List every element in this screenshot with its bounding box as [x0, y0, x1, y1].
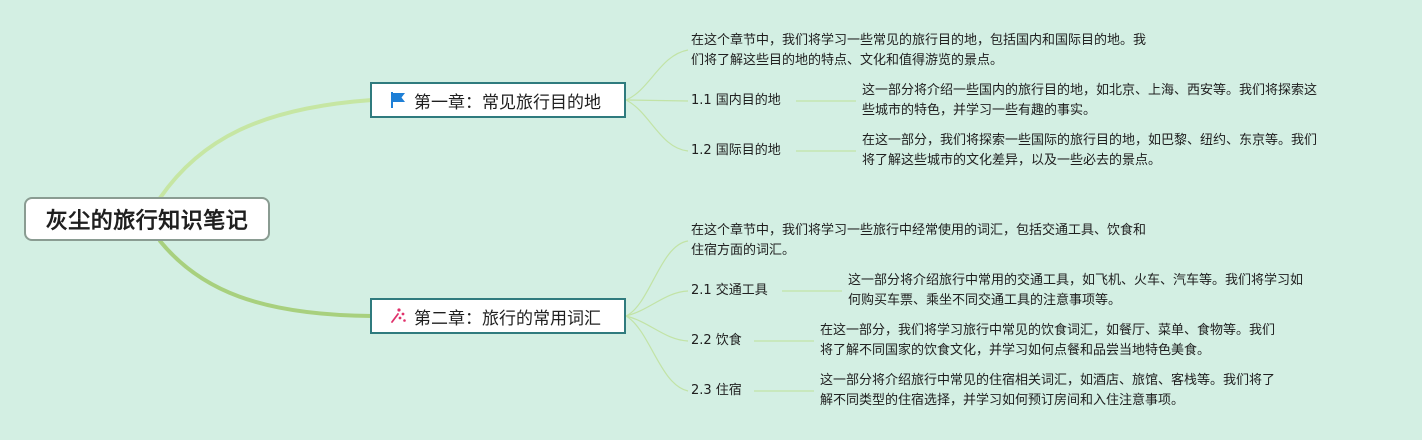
root-to-chapter-1-link — [158, 98, 374, 200]
section-2-1-desc[interactable]: 这一部分将介绍旅行中常用的交通工具，如飞机、火车、汽车等。我们将学习如 何购买车… — [848, 271, 1303, 311]
section-1-1-desc-line-2: 些城市的特色，并学习一些有趣的事实。 — [862, 103, 1097, 118]
section-2-2-desc-line-2: 将了解不同国家的饮食文化，并学习如何点餐和品尝当地特色美食。 — [820, 343, 1211, 358]
section-2-2-desc-line-1: 在这一部分，我们将学习旅行中常见的饮食词汇，如餐厅、菜单、食物等。我们 — [820, 323, 1276, 338]
section-2-3-desc-line-2: 解不同类型的住宿选择，并学习如何预订房间和入住注意事项。 — [820, 393, 1185, 408]
root-topic-title: 灰尘的旅行知识笔记 — [45, 209, 249, 234]
root-topic[interactable]: 灰尘的旅行知识笔记 — [24, 197, 270, 241]
section-1-1-desc[interactable]: 这一部分将介绍一些国内的旅行目的地，如北京、上海、西安等。我们将探索这 些城市的… — [862, 81, 1317, 121]
chapter-1-to-intro-link — [625, 49, 689, 101]
chapter-2-to-intro-link — [625, 240, 689, 317]
chapter-1-topic[interactable]: 第一章：常见旅行目的地 — [370, 82, 626, 118]
chapter-2-to-section-2-2-link — [625, 315, 689, 342]
chapter-2-to-section-2-1-link — [625, 290, 689, 317]
chapter-1-to-section-1-1-link — [625, 99, 689, 102]
chapter-2-intro-line-1: 在这个章节中，我们将学习一些旅行中经常使用的词汇，包括交通工具、饮食和 — [691, 223, 1147, 238]
chapter-1-intro[interactable]: 在这个章节中，我们将学习一些常见的旅行目的地，包括国内和国际目的地。我 们将了解… — [691, 31, 1146, 71]
section-2-1-desc-line-2: 何购买车票、乘坐不同交通工具的注意事项等。 — [848, 293, 1122, 308]
chapter-2-title: 第二章：旅行的常用词汇 — [414, 308, 601, 329]
chapter-1-to-section-1-2-link — [625, 99, 689, 152]
chapter-2-to-section-2-3-link — [625, 315, 689, 392]
root-to-chapter-2-link — [158, 239, 374, 318]
chapter-1-intro-line-2: 们将了解这些目的地的特点、文化和值得游览的景点。 — [691, 53, 1004, 68]
section-2-1-label[interactable]: 2.1 交通工具 — [691, 283, 768, 298]
section-1-2-desc-line-1: 在这一部分，我们将探索一些国际的旅行目的地，如巴黎、纽约、东京等。我们 — [862, 133, 1318, 148]
chapter-1-title: 第一章：常见旅行目的地 — [414, 92, 601, 113]
chapter-2-intro[interactable]: 在这个章节中，我们将学习一些旅行中经常使用的词汇，包括交通工具、饮食和 住宿方面… — [691, 221, 1146, 261]
chapter-1-intro-line-1: 在这个章节中，我们将学习一些常见的旅行目的地，包括国内和国际目的地。我 — [691, 33, 1147, 48]
section-1-2-desc[interactable]: 在这一部分，我们将探索一些国际的旅行目的地，如巴黎、纽约、东京等。我们 将了解这… — [862, 131, 1317, 171]
section-2-3-label[interactable]: 2.3 住宿 — [691, 383, 742, 398]
section-1-1-desc-line-1: 这一部分将介绍一些国内的旅行目的地，如北京、上海、西安等。我们将探索这 — [862, 83, 1318, 98]
section-2-1-desc-line-1: 这一部分将介绍旅行中常用的交通工具，如飞机、火车、汽车等。我们将学习如 — [848, 273, 1304, 288]
chapter-2-intro-line-2: 住宿方面的词汇。 — [691, 243, 796, 258]
section-2-2-label[interactable]: 2.2 饮食 — [691, 333, 742, 348]
section-2-3-desc[interactable]: 这一部分将介绍旅行中常见的住宿相关词汇，如酒店、旅馆、客栈等。我们将了 解不同类… — [820, 371, 1275, 411]
section-2-3-desc-line-1: 这一部分将介绍旅行中常见的住宿相关词汇，如酒店、旅馆、客栈等。我们将了 — [820, 373, 1276, 388]
section-1-2-label[interactable]: 1.2 国际目的地 — [691, 143, 781, 158]
section-1-1-label[interactable]: 1.1 国内目的地 — [691, 93, 781, 108]
flag-icon — [388, 90, 408, 110]
chapter-2-topic[interactable]: 第二章：旅行的常用词汇 — [370, 298, 626, 334]
sparkle-icon — [388, 306, 408, 326]
section-2-2-desc[interactable]: 在这一部分，我们将学习旅行中常见的饮食词汇，如餐厅、菜单、食物等。我们 将了解不… — [820, 321, 1275, 361]
section-1-2-desc-line-2: 将了解这些城市的文化差异，以及一些必去的景点。 — [862, 153, 1162, 168]
